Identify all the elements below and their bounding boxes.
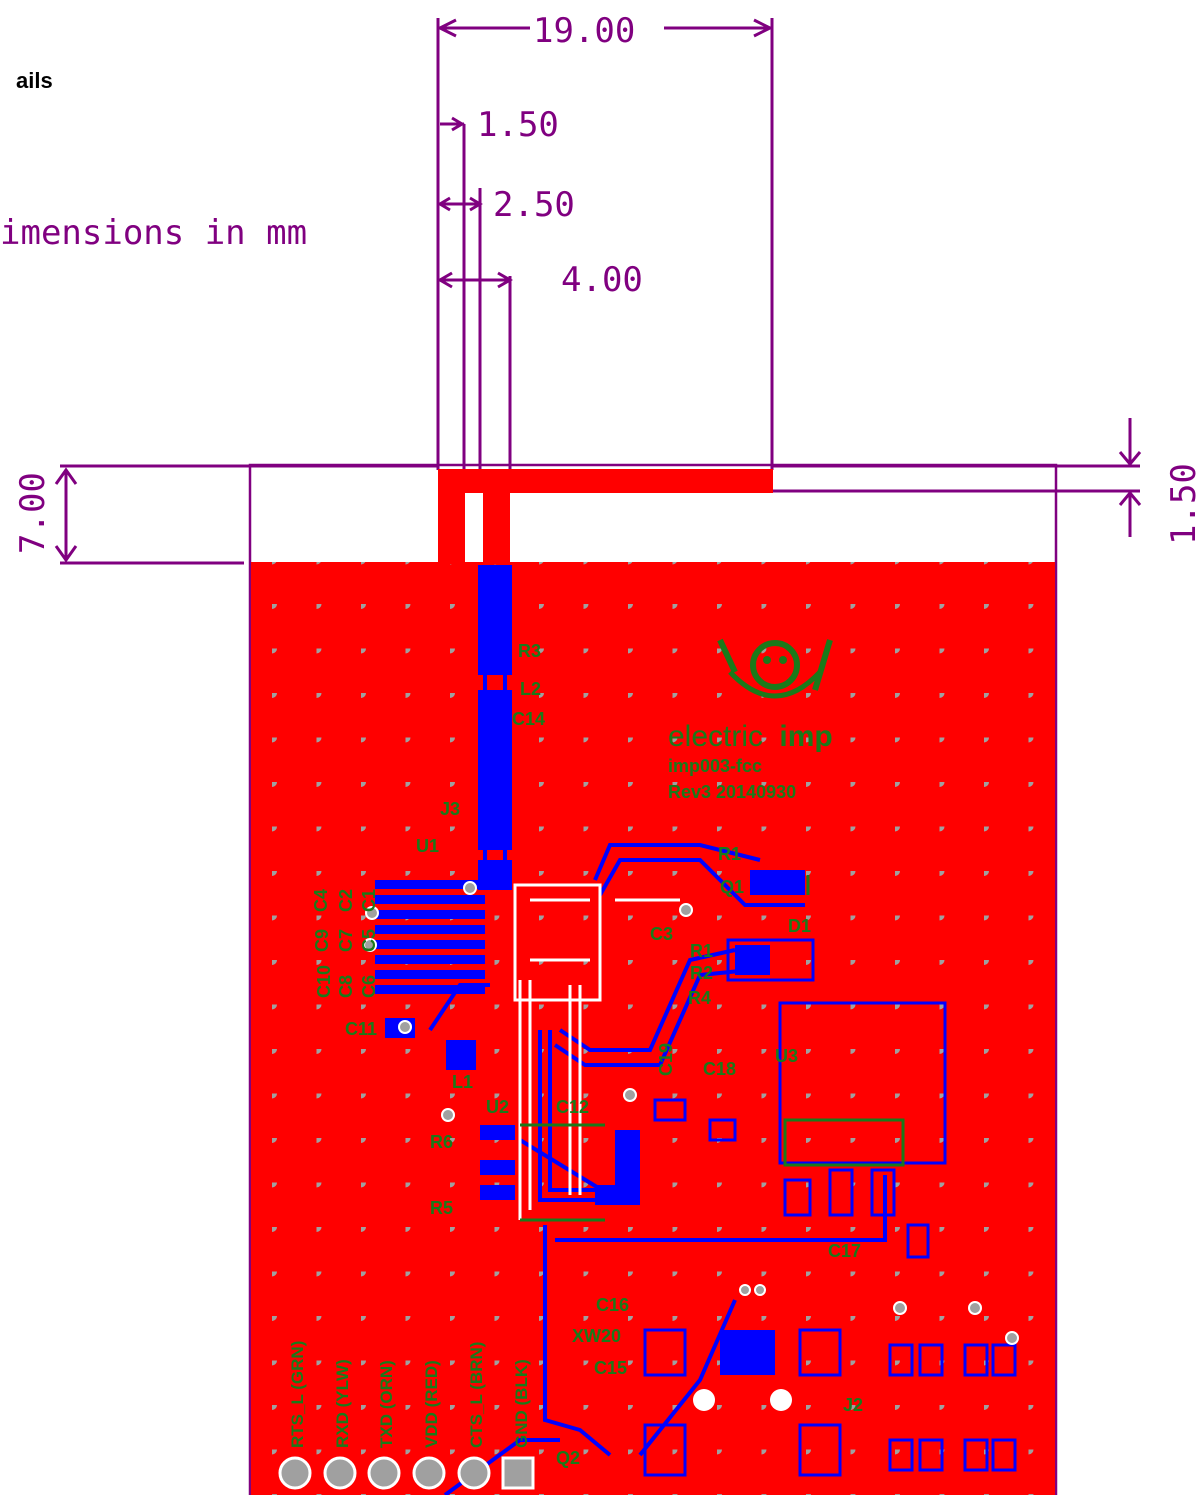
antenna-trace bbox=[438, 469, 773, 564]
designator-c8: C8 bbox=[336, 975, 356, 998]
pin-label: CTS_L (BRN) bbox=[467, 1342, 486, 1448]
designator-r6: R6 bbox=[430, 1132, 453, 1152]
designator-c12: C12 bbox=[556, 1097, 589, 1117]
pin-label: GND (BLK) bbox=[512, 1359, 531, 1448]
logo-part: imp003-fcc bbox=[668, 756, 762, 776]
designator-j3: J3 bbox=[440, 799, 460, 819]
silkscreen-lines bbox=[520, 875, 905, 1222]
top-traces bbox=[513, 883, 680, 1220]
designator-l1: L1 bbox=[452, 1072, 473, 1092]
pin-label: VDD (RED) bbox=[422, 1360, 441, 1448]
designator-j2: J2 bbox=[843, 1395, 863, 1415]
logo-text: electric imp bbox=[668, 720, 833, 753]
dim-trace-width: 1.50 bbox=[477, 105, 559, 145]
designator-c16: C16 bbox=[596, 1295, 629, 1315]
designator-d1: D1 bbox=[788, 916, 811, 936]
designator-r3: R3 bbox=[518, 641, 541, 661]
bottom-outlines bbox=[643, 938, 1017, 1477]
designator-c19: C19 bbox=[656, 1043, 676, 1076]
board-outline bbox=[248, 463, 1058, 1495]
designator-c11: C11 bbox=[345, 1019, 377, 1039]
logo-brand-light: electric bbox=[668, 720, 763, 753]
logo-brand-bold: imp bbox=[779, 720, 832, 753]
designator-c14: C14 bbox=[512, 709, 545, 729]
dimension-labels: 19.00 1.50 2.50 4.00 imensions in mm 7.0… bbox=[0, 11, 1201, 554]
dim-pitch: 4.00 bbox=[561, 260, 643, 300]
designator-c2: C2 bbox=[336, 889, 356, 912]
header-pin-labels: RTS_L (GRN) RXD (YLW) TXD (ORN) VDD (RED) CT… bbox=[288, 1341, 531, 1448]
header-pins bbox=[278, 1456, 535, 1490]
dimension-lines bbox=[54, 18, 1142, 565]
pin-label: TXD (ORN) bbox=[377, 1360, 396, 1448]
designator-r5: R5 bbox=[430, 1198, 453, 1218]
logo-rev: Rev3 20140930 bbox=[668, 782, 796, 802]
designator-q2: Q2 bbox=[556, 1448, 580, 1468]
header-title-fragment: ails bbox=[16, 68, 53, 93]
through-holes bbox=[363, 881, 1019, 1345]
dim-keepout-height: 7.00 bbox=[13, 472, 53, 554]
designator-c9: C9 bbox=[312, 929, 332, 952]
bottom-pads bbox=[375, 565, 805, 1375]
pin-label: RTS_L (GRN) bbox=[288, 1341, 307, 1448]
designator-xw20: XW20 bbox=[572, 1326, 621, 1346]
designator-c5: C5 bbox=[359, 929, 379, 952]
logo-icon bbox=[717, 638, 833, 699]
designator-c17: C17 bbox=[828, 1241, 861, 1261]
dim-feed-width: 1.50 bbox=[1164, 463, 1201, 545]
designator-r1: R1 bbox=[718, 844, 741, 864]
designator-l2: L2 bbox=[520, 679, 541, 699]
pin-label: RXD (YLW) bbox=[333, 1359, 352, 1448]
designator-c6: C6 bbox=[359, 975, 379, 998]
designator-c1: C1 bbox=[359, 889, 379, 912]
designator-q1: Q1 bbox=[720, 877, 744, 897]
units-note: imensions in mm bbox=[0, 213, 307, 253]
designator-c15: C15 bbox=[594, 1358, 627, 1378]
designator-u3: U3 bbox=[775, 1046, 798, 1066]
designator-r2: R2 bbox=[690, 963, 713, 983]
designator-r4: R4 bbox=[688, 988, 711, 1008]
designator-c18: C18 bbox=[703, 1059, 736, 1079]
dim-overall-width: 19.00 bbox=[533, 11, 635, 51]
designator-c10: C10 bbox=[314, 965, 334, 998]
designator-c4: C4 bbox=[311, 889, 331, 912]
designator-u1: U1 bbox=[416, 836, 439, 856]
designator-r1: R1 bbox=[690, 941, 713, 961]
dim-gap: 2.50 bbox=[493, 185, 575, 225]
mounting-holes bbox=[693, 1389, 792, 1411]
logo-subtext: imp003-fcc Rev3 20140930 bbox=[668, 756, 796, 802]
designator-c7: C7 bbox=[336, 929, 356, 952]
designator-u2: U2 bbox=[486, 1097, 509, 1117]
designator-labels: R3L2C14J3U1C4C9C10C2C7C8C1C5C6C11L1R1Q1C… bbox=[311, 641, 863, 1468]
designator-c3: C3 bbox=[650, 924, 673, 944]
